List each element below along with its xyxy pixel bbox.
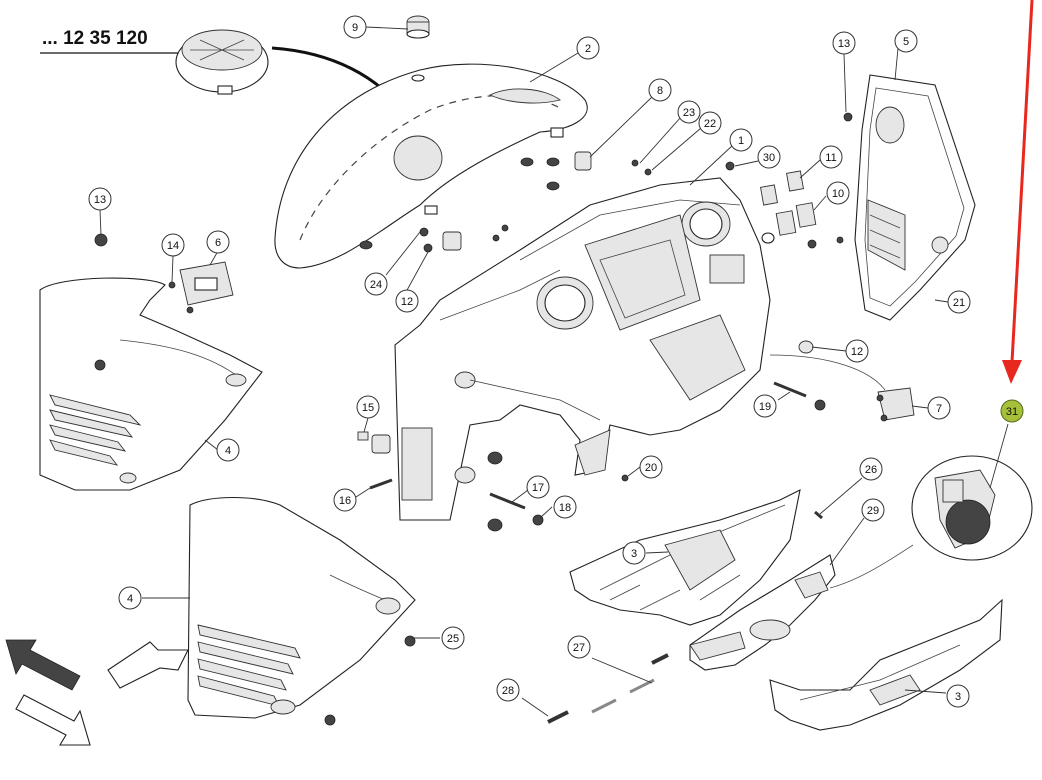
callout-label: 14 <box>167 240 179 252</box>
callout-label: 18 <box>559 502 571 514</box>
highlight-arrow <box>1002 0 1034 384</box>
footboard-bracket-part <box>569 489 801 626</box>
callout-label: 13 <box>94 194 106 206</box>
callout-8[interactable]: 8 <box>648 78 672 102</box>
callout-23[interactable]: 23 <box>677 100 701 124</box>
switch-parts <box>725 112 853 249</box>
left-lower-panel-part <box>187 496 416 726</box>
callout-2[interactable]: 2 <box>576 36 600 60</box>
callout-4-lower[interactable]: 4 <box>118 586 142 610</box>
callout-label: 4 <box>225 445 231 457</box>
bracket-part <box>94 233 234 314</box>
callout-label: 30 <box>763 152 775 164</box>
dashboard-housing-part <box>394 177 771 521</box>
callout-4-upper[interactable]: 4 <box>216 438 240 462</box>
direction-arrows <box>5 639 189 746</box>
callout-29[interactable]: 29 <box>861 498 885 522</box>
callout-label: 24 <box>370 279 382 291</box>
reference-code-header: ... 12 35 120 <box>40 28 178 54</box>
callout-label: 7 <box>936 403 942 415</box>
callout-label: 10 <box>832 188 844 200</box>
reference-code: ... 12 35 120 <box>42 28 148 49</box>
callout-13-left[interactable]: 13 <box>88 187 112 211</box>
callout-label: 19 <box>759 401 771 413</box>
callout-17[interactable]: 17 <box>526 475 550 499</box>
screws-and-rods <box>547 510 823 724</box>
callout-label: 6 <box>215 237 221 249</box>
callout-label: 25 <box>447 633 459 645</box>
top-cover-part <box>274 63 588 269</box>
callout-label: 3 <box>631 548 637 560</box>
callout-30[interactable]: 30 <box>757 145 781 169</box>
callout-label: 16 <box>339 495 351 507</box>
callout-26[interactable]: 26 <box>859 457 883 481</box>
callout-19[interactable]: 19 <box>753 394 777 418</box>
callout-label: 27 <box>573 642 585 654</box>
callout-label: 12 <box>401 296 413 308</box>
callout-20[interactable]: 20 <box>639 455 663 479</box>
side-panel-part <box>854 74 976 321</box>
callout-label: 28 <box>502 685 514 697</box>
callout-label: 9 <box>352 22 358 34</box>
small-fasteners <box>359 151 652 253</box>
callout-label: 4 <box>127 593 133 605</box>
pins-and-nuts <box>357 431 629 532</box>
callout-label: 13 <box>838 38 850 50</box>
callout-10[interactable]: 10 <box>826 181 850 205</box>
callout-label: 15 <box>362 402 374 414</box>
callout-label: 17 <box>532 482 544 494</box>
callout-24[interactable]: 24 <box>364 272 388 296</box>
callout-label: 8 <box>657 85 663 97</box>
callout-label: 21 <box>953 297 965 309</box>
callout-5[interactable]: 5 <box>894 29 918 53</box>
callout-label: 1 <box>738 135 744 147</box>
leader-lines <box>99 26 1009 717</box>
callout-label: 3 <box>955 691 961 703</box>
callout-label: 2 <box>585 43 591 55</box>
callout-12-right[interactable]: 12 <box>845 339 869 363</box>
detail-zoom-circle <box>829 455 1033 589</box>
callout-11[interactable]: 11 <box>819 145 843 169</box>
callout-label: 5 <box>903 36 909 48</box>
callout-3-upper[interactable]: 3 <box>622 541 646 565</box>
knob-part <box>406 15 430 82</box>
callout-16[interactable]: 16 <box>333 488 357 512</box>
callout-label: 26 <box>865 464 877 476</box>
callout-label: 23 <box>683 107 695 119</box>
callout-28[interactable]: 28 <box>496 678 520 702</box>
callout-label: 12 <box>851 346 863 358</box>
callout-9[interactable]: 9 <box>343 15 367 39</box>
callout-label: 31 <box>1006 406 1018 418</box>
round-cap-part <box>175 29 269 95</box>
callout-21[interactable]: 21 <box>947 290 971 314</box>
callout-25[interactable]: 25 <box>441 626 465 650</box>
callout-label: 11 <box>825 152 836 164</box>
callout-12-mid[interactable]: 12 <box>395 289 419 313</box>
lamp-and-rod-parts <box>769 340 915 422</box>
callout-7[interactable]: 7 <box>927 396 951 420</box>
callout-label: 20 <box>645 462 657 474</box>
callout-1[interactable]: 1 <box>729 128 753 152</box>
callout-27[interactable]: 27 <box>567 635 591 659</box>
side-cover-part <box>689 554 836 671</box>
lower-bracket-part <box>769 598 1003 731</box>
callout-3-lower[interactable]: 3 <box>946 684 970 708</box>
callout-6[interactable]: 6 <box>206 230 230 254</box>
callout-31[interactable]: 31 <box>1000 399 1024 423</box>
callout-14[interactable]: 14 <box>161 233 185 257</box>
callout-label: 22 <box>704 118 716 130</box>
callout-label: 29 <box>867 505 879 517</box>
callout-22[interactable]: 22 <box>698 111 722 135</box>
callout-18[interactable]: 18 <box>553 495 577 519</box>
callout-15[interactable]: 15 <box>356 395 380 419</box>
callout-13-top[interactable]: 13 <box>832 31 856 55</box>
left-upper-panel-part <box>39 277 263 491</box>
